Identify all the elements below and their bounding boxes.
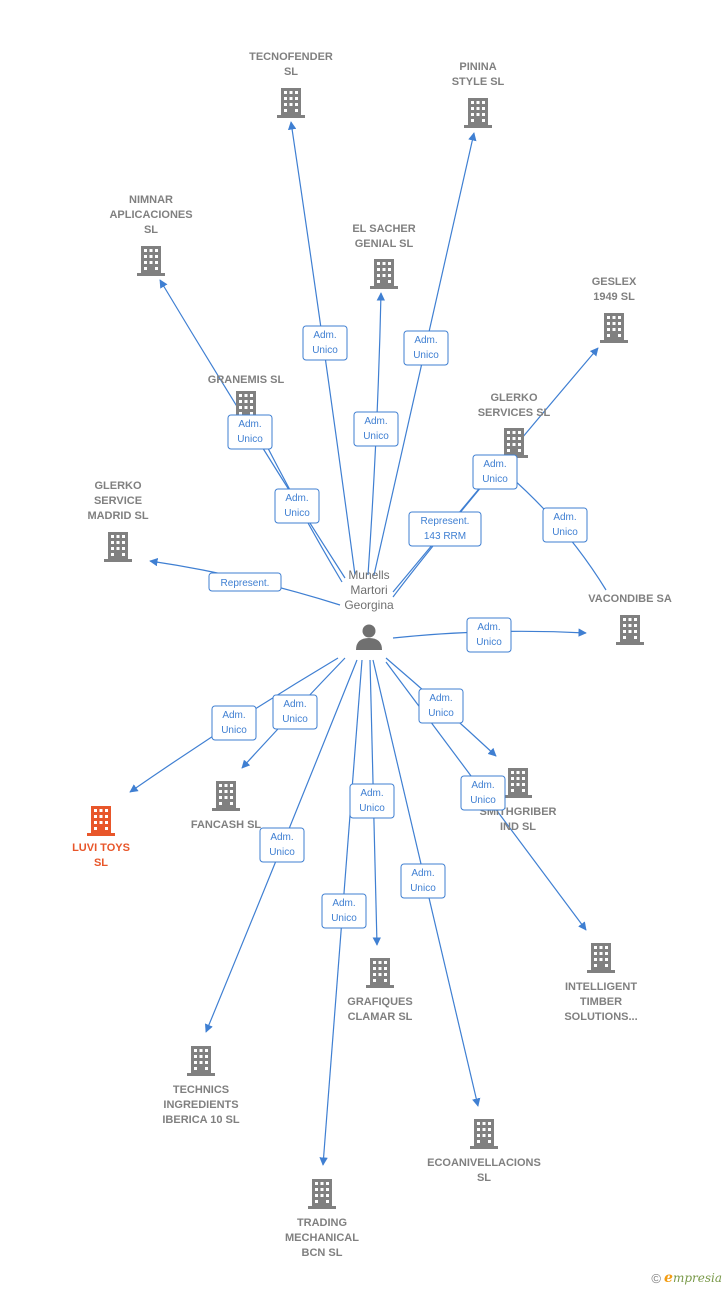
svg-text:Adm.Unico: Adm.Unico [237, 419, 263, 445]
building-icon [504, 768, 532, 798]
svg-text:Adm.Unico: Adm.Unico [312, 330, 338, 356]
svg-text:Adm.Unico: Adm.Unico [269, 832, 295, 858]
relation-label-glerko_madrid: Represent. [208, 572, 282, 592]
relation-label-tecnofender: Adm.Unico [302, 325, 348, 361]
relation-label-elsacher: Adm.Unico [353, 411, 399, 447]
company-label: FANCASH SL [191, 819, 262, 831]
svg-text:Adm.Unico: Adm.Unico [221, 710, 247, 736]
svg-text:Represent.143 RRM: Represent.143 RRM [421, 516, 470, 542]
building-icon [600, 313, 628, 343]
building-icon [87, 806, 115, 836]
relation-label-smithgriber: Adm.Unico [418, 688, 464, 724]
relation-label-glerko_services: Adm.Unico [472, 454, 518, 490]
building-icon [212, 781, 240, 811]
svg-text:Represent.: Represent. [221, 578, 270, 589]
edge-geslex [392, 347, 599, 598]
svg-text:Adm.Unico: Adm.Unico [363, 416, 389, 442]
building-icon [470, 1119, 498, 1149]
svg-text:Adm.Unico: Adm.Unico [413, 335, 439, 361]
building-icon [277, 88, 305, 118]
building-icon [370, 259, 398, 289]
svg-text:Adm.Unico: Adm.Unico [359, 788, 385, 814]
building-icon [104, 532, 132, 562]
relation-label-intelligent: Adm.Unico [460, 775, 506, 811]
relation-label-geslex: Represent.143 RRM [408, 511, 482, 547]
relation-label-ecoanivellacions: Adm.Unico [400, 863, 446, 899]
svg-text:Adm.Unico: Adm.Unico [428, 693, 454, 719]
relation-label-nimnar: Adm.Unico [227, 414, 273, 450]
relation-label-technics: Adm.Unico [259, 827, 305, 863]
building-icon [366, 958, 394, 988]
copyright-icon: © [651, 1270, 662, 1286]
svg-text:Adm.Unico: Adm.Unico [552, 512, 578, 538]
building-icon [464, 98, 492, 128]
svg-text:Adm.Unico: Adm.Unico [470, 780, 496, 806]
building-icon [587, 943, 615, 973]
relation-label-fancash: Adm.Unico [272, 694, 318, 730]
svg-text:Adm.Unico: Adm.Unico [482, 459, 508, 485]
person-icon [356, 624, 382, 650]
building-icon [187, 1046, 215, 1076]
relation-label-granemis: Adm.Unico [274, 488, 320, 524]
svg-text:Adm.Unico: Adm.Unico [282, 699, 308, 725]
relation-label-glerko_services: Adm.Unico [542, 507, 588, 543]
company-node-granemis[interactable]: GRANEMIS SL [208, 374, 285, 421]
relation-label-luvi: Adm.Unico [211, 705, 257, 741]
building-icon [616, 615, 644, 645]
brand-watermark: © empresia [651, 1270, 722, 1286]
relation-label-vacondibe: Adm.Unico [466, 617, 512, 653]
brand-logo: empresia [664, 1270, 722, 1286]
svg-text:Adm.Unico: Adm.Unico [284, 493, 310, 519]
building-icon [500, 428, 528, 458]
svg-text:Adm.Unico: Adm.Unico [331, 898, 357, 924]
relation-label-pinina: Adm.Unico [403, 330, 449, 366]
building-icon [137, 246, 165, 276]
relation-label-grafiques: Adm.Unico [349, 783, 395, 819]
relation-label-trading: Adm.Unico [321, 893, 367, 929]
svg-text:Adm.Unico: Adm.Unico [410, 868, 436, 894]
company-label: VACONDIBE SA [588, 593, 672, 605]
company-node-vacondibe[interactable]: VACONDIBE SA [588, 593, 672, 645]
svg-text:Adm.Unico: Adm.Unico [476, 622, 502, 648]
company-label: GRANEMIS SL [208, 374, 285, 386]
company-node-fancash[interactable]: FANCASH SL [191, 781, 262, 831]
building-icon [308, 1179, 336, 1209]
